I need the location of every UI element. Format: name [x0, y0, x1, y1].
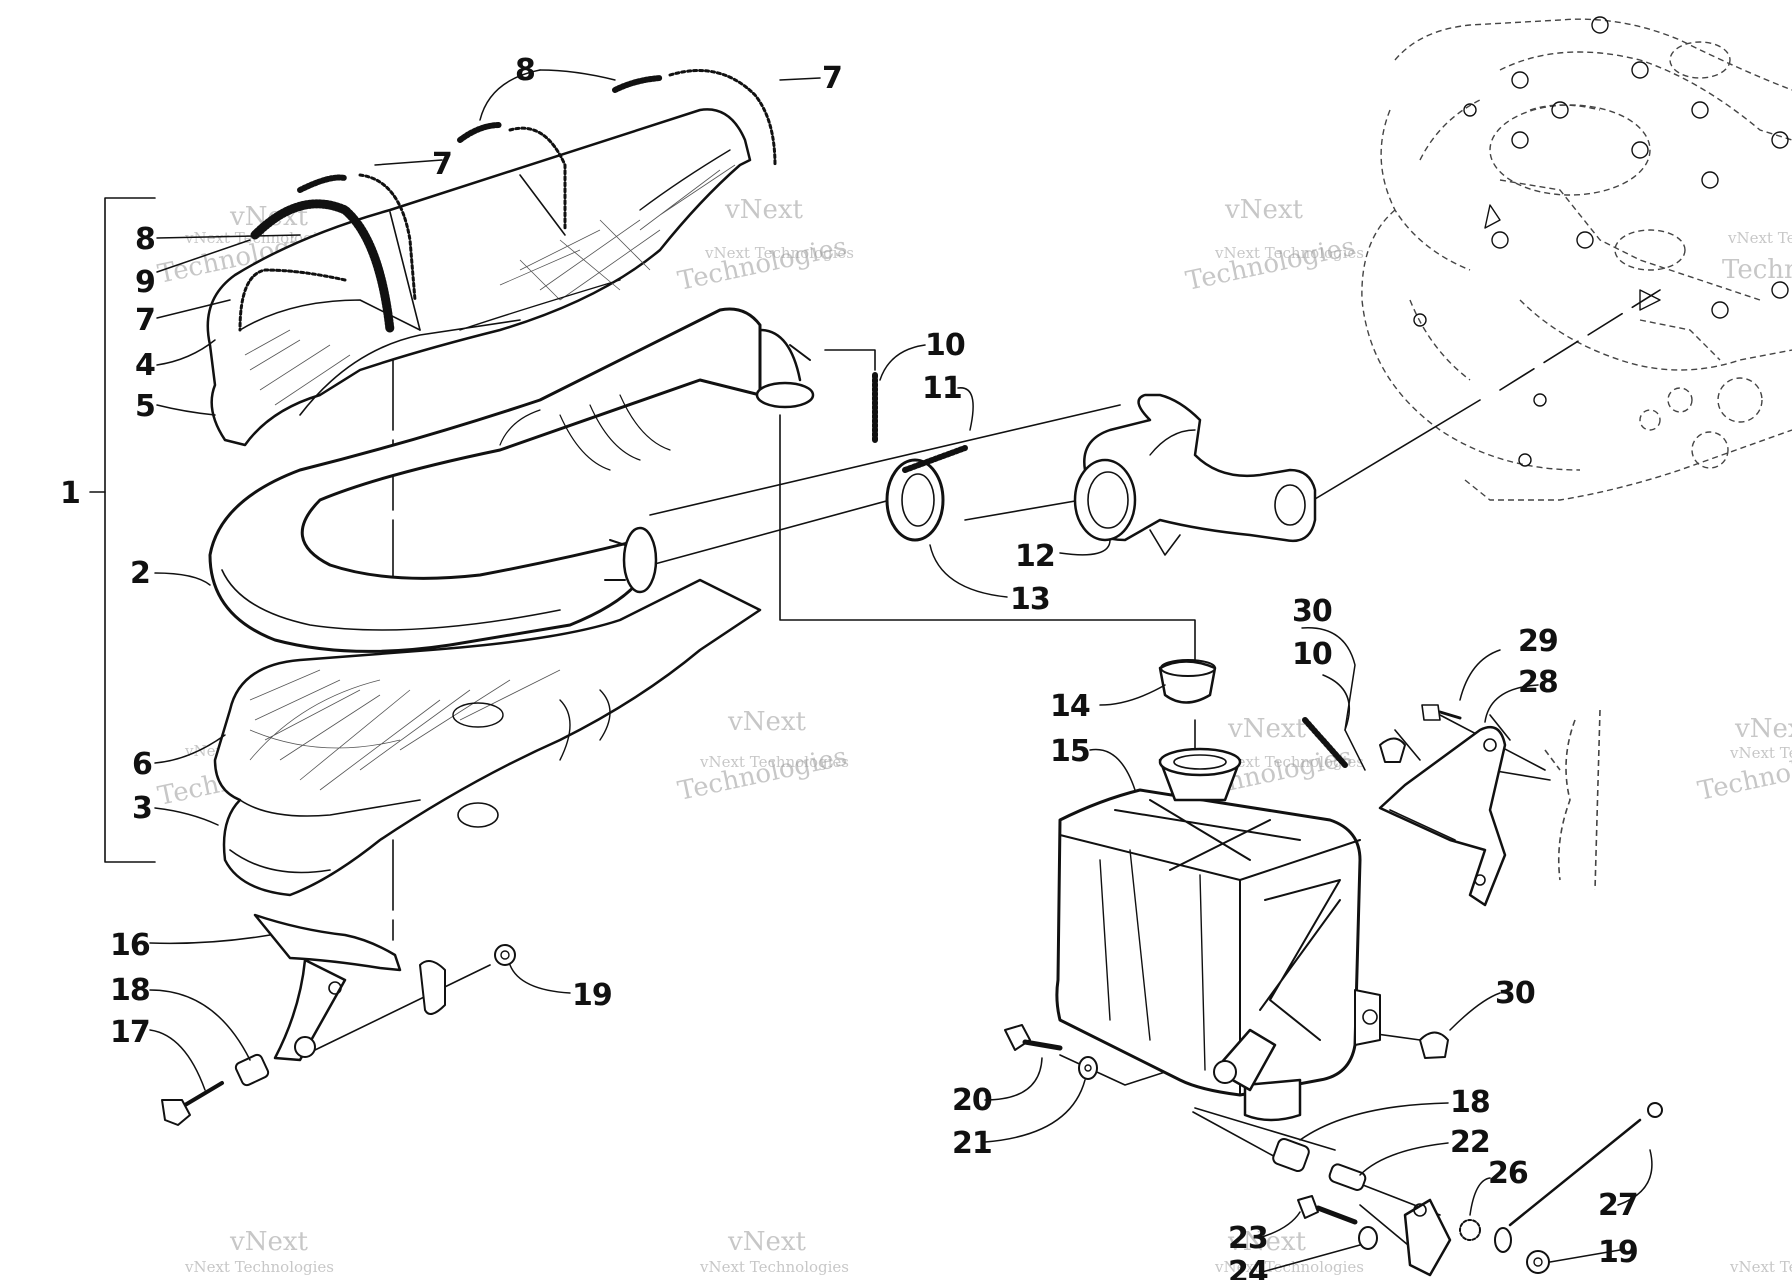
svg-text:vNext Technologies: vNext Technologies	[1214, 1258, 1364, 1276]
svg-text:Technologies: Technologies	[675, 742, 850, 807]
silencer	[1055, 747, 1381, 1122]
svg-text:vNext Technologies: vNext Technologies	[1214, 244, 1364, 262]
callout-labels: 1 2 3 4 5 6 7 7 7 8 8 9 10 10 11 12 13 1…	[60, 53, 1639, 1280]
watermark-8: vNext Technologies Technologies	[1722, 229, 1792, 285]
gasket-13	[885, 458, 945, 542]
svg-text:vNext: vNext	[229, 1227, 308, 1257]
svg-text:vNext: vNext	[727, 1227, 806, 1257]
svg-text:vNext Technologies: vNext Technologies	[1214, 753, 1364, 771]
watermark-2: vNext Technologies vNext Technologies	[675, 195, 854, 297]
svg-text:vNext Technologies: vNext Technologies	[1729, 1258, 1792, 1276]
label-6: 6	[132, 747, 152, 782]
label-3: 3	[132, 791, 152, 826]
engine-bolts	[1413, 16, 1789, 467]
spring-11	[902, 445, 968, 473]
svg-text:vNext: vNext	[1227, 714, 1306, 744]
engine-outline	[1361, 18, 1792, 501]
label-18-left: 18	[110, 973, 150, 1008]
label-29: 29	[1518, 624, 1558, 659]
watermark-12: vNext Technologies	[1729, 1258, 1792, 1276]
svg-text:vNext: vNext	[1227, 1227, 1306, 1257]
svg-text:vNext Technologies: vNext Technologies	[699, 753, 849, 771]
label-19-right: 19	[1598, 1235, 1638, 1270]
label-10-top: 10	[925, 328, 965, 363]
svg-text:vNext Technologies: vNext Technologies	[184, 1258, 334, 1276]
label-26: 26	[1488, 1156, 1528, 1191]
label-21: 21	[952, 1126, 992, 1161]
label-18-right: 18	[1450, 1085, 1490, 1120]
svg-text:Technologies: Technologies	[675, 232, 850, 297]
label-23: 23	[1228, 1221, 1268, 1256]
svg-text:vNext Technologies: vNext Technologies	[704, 244, 854, 262]
watermark-10: vNext vNext Technologies	[699, 1227, 849, 1276]
label-1: 1	[60, 476, 80, 511]
watermark-11: vNext vNext Technologies	[1214, 1227, 1364, 1276]
svg-text:vNext Technologies: vNext Technologies	[1727, 229, 1792, 247]
label-24: 24	[1228, 1255, 1268, 1280]
svg-text:vNext: vNext	[1734, 714, 1792, 744]
grommet-14	[1158, 659, 1217, 704]
label-4: 4	[135, 348, 155, 383]
svg-text:vNext Technologies: vNext Technologies	[699, 1258, 849, 1276]
springs-chains-upper	[238, 69, 777, 335]
svg-text:vNext: vNext	[1224, 195, 1303, 225]
heat-shield-upper	[206, 108, 752, 447]
label-27: 27	[1598, 1188, 1638, 1223]
bracket-lower-left	[161, 913, 516, 1126]
label-20: 20	[952, 1083, 992, 1118]
heat-shield-lower	[213, 578, 762, 897]
label-8-top: 8	[515, 53, 535, 88]
watermark-3: vNext Technologies vNext Technologies	[1183, 195, 1364, 297]
bracket-28	[1302, 704, 1601, 907]
label-11: 11	[922, 371, 962, 406]
label-2: 2	[130, 556, 150, 591]
label-12: 12	[1015, 539, 1055, 574]
svg-text:Technologies: Technologies	[1722, 255, 1792, 285]
exhaust-pipe	[208, 307, 815, 653]
svg-text:Technologies: Technologies	[1183, 232, 1358, 297]
label-22: 22	[1450, 1125, 1490, 1160]
label-15: 15	[1050, 734, 1090, 769]
svg-text:vNext Technologies: vNext Technologies	[1729, 744, 1792, 762]
label-14: 14	[1050, 689, 1090, 724]
label-5: 5	[135, 389, 155, 424]
label-10-right: 10	[1292, 637, 1332, 672]
label-17: 17	[110, 1015, 150, 1050]
watermark-5: vNext Technologies vNext Technologies	[675, 707, 850, 807]
exhaust-manifold	[1073, 393, 1317, 556]
label-7-left: 7	[135, 303, 155, 338]
label-28: 28	[1518, 665, 1558, 700]
label-30-right: 30	[1495, 976, 1535, 1011]
watermark-9: vNext vNext Technologies	[184, 1227, 334, 1276]
label-8-left: 8	[135, 222, 155, 257]
label-30-top: 30	[1292, 594, 1332, 629]
svg-text:vNext: vNext	[727, 707, 806, 737]
svg-text:vNext: vNext	[724, 195, 803, 225]
watermark-7: vNext Technologies vNext Technologies	[1695, 714, 1792, 807]
silencer-hardware	[1004, 1024, 1663, 1277]
label-13: 13	[1010, 582, 1050, 617]
label-9: 9	[135, 265, 155, 300]
label-16: 16	[110, 928, 150, 963]
label-7-top-right: 7	[822, 61, 842, 96]
label-19-left: 19	[572, 978, 612, 1013]
label-leaders	[149, 69, 1653, 1273]
label-7-middle: 7	[432, 147, 452, 182]
